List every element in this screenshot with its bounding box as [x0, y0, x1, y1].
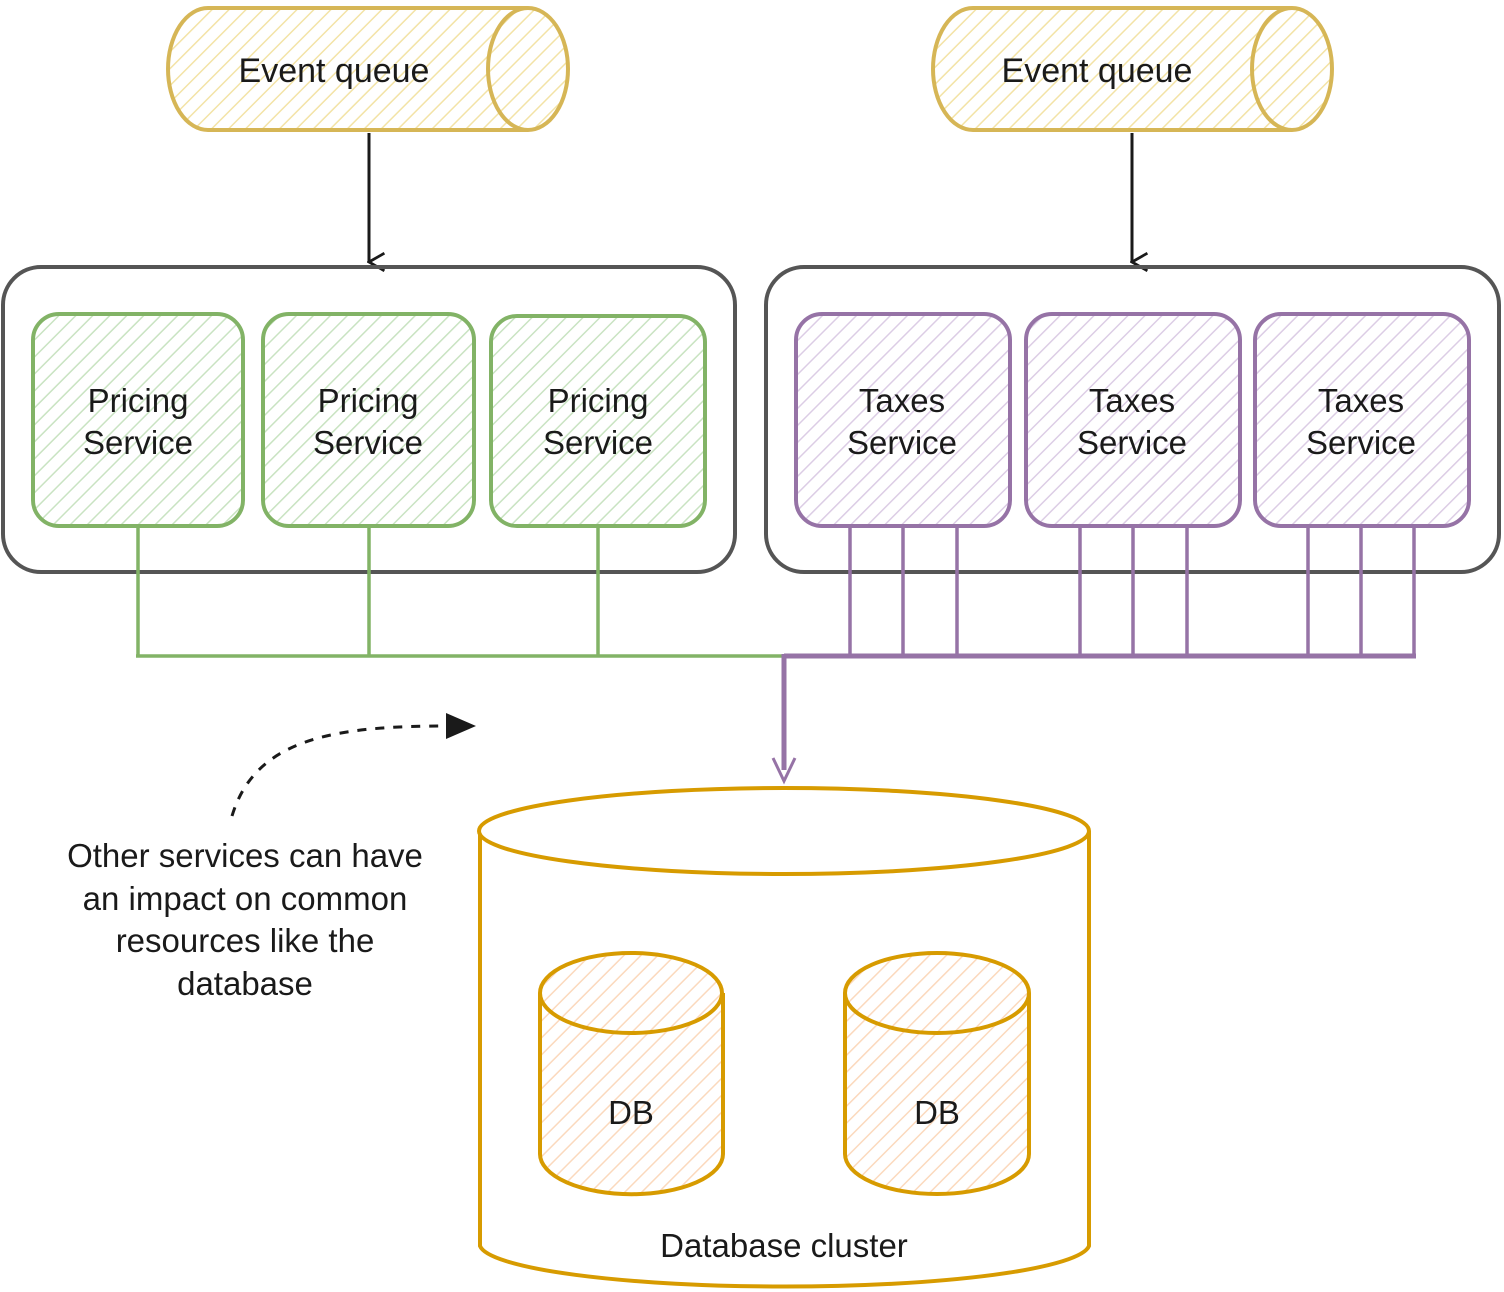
taxes-service-1-line2: Service — [847, 424, 957, 461]
db-node-1: DB — [538, 951, 725, 1197]
pricing-service-2: Pricing Service — [261, 312, 476, 528]
event-queue-right: Event queue — [931, 6, 1334, 132]
pricing-service-1: Pricing Service — [31, 312, 245, 528]
annotation-line-1: Other services can have — [67, 837, 423, 874]
event-queue-right-label: Event queue — [1002, 52, 1193, 90]
taxes-service-2: Taxes Service — [1024, 312, 1242, 528]
pricing-service-3-line2: Service — [543, 424, 653, 461]
pricing-service-1-line1: Pricing — [88, 382, 189, 419]
database-cluster-label: Database cluster — [660, 1227, 908, 1264]
annotation-dashed-arrow — [230, 724, 447, 817]
taxes-service-2-line2: Service — [1077, 424, 1187, 461]
annotation-text: Other services can have an impact on com… — [67, 837, 423, 1002]
annotation-line-3: resources like the — [116, 922, 375, 959]
taxes-service-3-line2: Service — [1306, 424, 1416, 461]
pricing-service-2-line1: Pricing — [318, 382, 419, 419]
annotation-line-2: an impact on common — [83, 880, 408, 917]
event-queue-left: Event queue — [166, 6, 570, 132]
taxes-service-1: Taxes Service — [794, 312, 1012, 528]
event-queue-left-label: Event queue — [239, 52, 430, 90]
pricing-service-3-line1: Pricing — [548, 382, 649, 419]
taxes-connectors — [771, 527, 1416, 785]
taxes-service-3: Taxes Service — [1253, 312, 1471, 528]
taxes-service-3-line1: Taxes — [1318, 382, 1404, 419]
pricing-service-1-line2: Service — [83, 424, 193, 461]
pricing-service-3: Pricing Service — [489, 314, 707, 528]
annotation-line-4: database — [177, 965, 313, 1002]
taxes-service-2-line1: Taxes — [1089, 382, 1175, 419]
taxes-service-1-line1: Taxes — [859, 382, 945, 419]
pricing-connectors — [136, 527, 784, 658]
db-node-2-label: DB — [914, 1094, 960, 1131]
db-node-2: DB — [843, 951, 1031, 1196]
db-node-1-label: DB — [608, 1094, 654, 1131]
pricing-service-2-line2: Service — [313, 424, 423, 461]
annotation-arrow-head — [446, 713, 476, 739]
